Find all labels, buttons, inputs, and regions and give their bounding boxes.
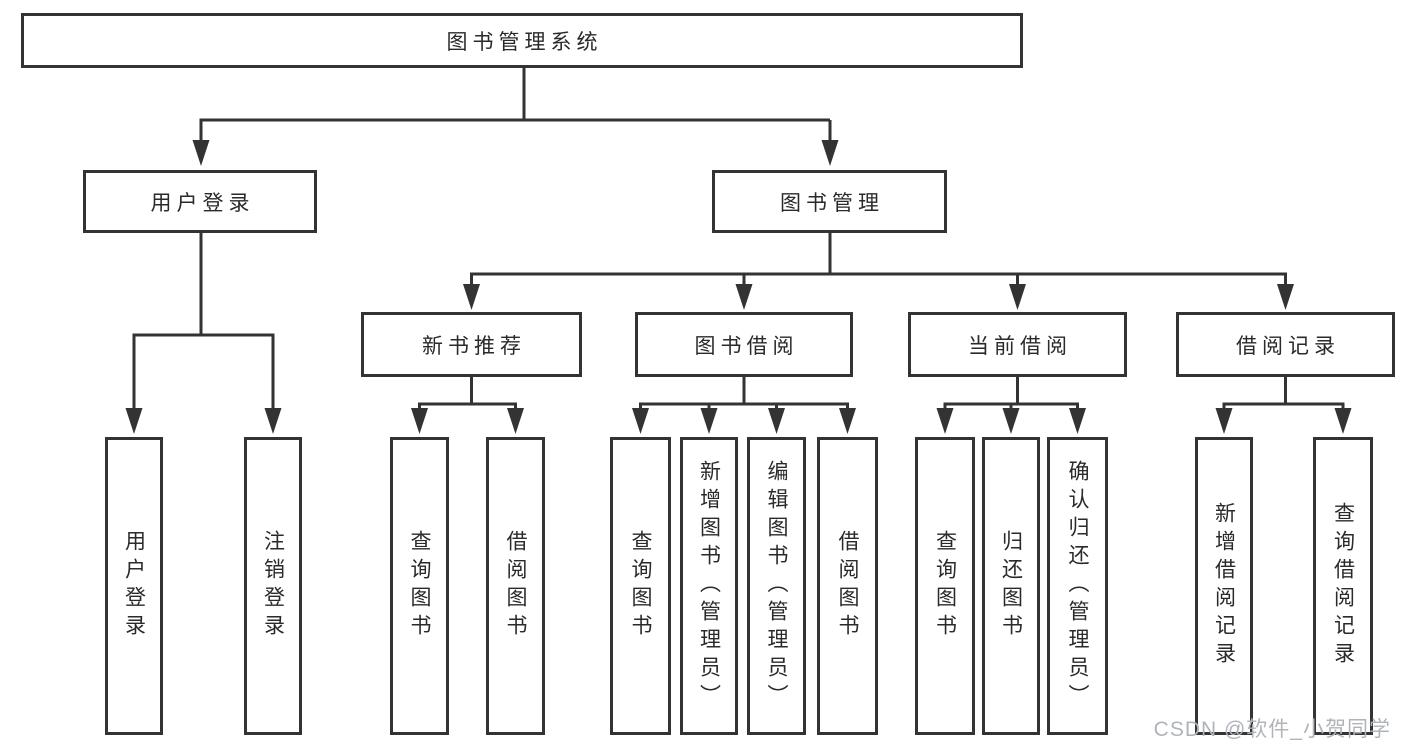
leaf-borrow-books-recommend: 借阅图书 xyxy=(486,437,545,735)
arrowhead xyxy=(839,408,856,434)
arrowhead xyxy=(1002,408,1020,434)
leaf-return-books: 归还图书 xyxy=(982,437,1040,735)
leaf-confirm-return-admin: 确认归还（管理员） xyxy=(1047,437,1108,735)
arrowhead xyxy=(1334,408,1352,434)
connector-current-borrow-to-leaves xyxy=(943,377,1079,412)
leaf-borrow-books: 借阅图书 xyxy=(817,437,878,735)
node-label: 用户登录 xyxy=(150,191,255,215)
connector-root-to-level2 xyxy=(199,68,832,144)
node-label: 查询图书 xyxy=(933,530,957,642)
node-label: 新增图书（管理员） xyxy=(697,460,721,712)
arrowhead xyxy=(463,284,480,310)
node-label: 确认归还（管理员） xyxy=(1066,460,1089,712)
arrowhead xyxy=(507,408,524,434)
leaf-query-books-current: 查询图书 xyxy=(915,437,975,735)
node-label: 借阅记录 xyxy=(1236,334,1340,358)
arrowhead xyxy=(411,408,428,434)
node-label: 编辑图书（管理员） xyxy=(765,460,788,712)
node-label: 图书管理系统 xyxy=(446,30,603,54)
watermark: CSDN @软件_小贺同学 xyxy=(1153,718,1391,741)
arrowhead xyxy=(192,140,210,166)
leaf-query-books-borrow: 查询图书 xyxy=(610,437,671,735)
node-label: 注销登录 xyxy=(261,530,285,642)
node-label: 查询图书 xyxy=(408,530,431,642)
arrowheads-book-management xyxy=(463,284,1294,310)
leaf-add-borrow-record: 新增借阅记录 xyxy=(1195,437,1253,735)
node-book-management: 图书管理 xyxy=(712,170,947,233)
node-current-borrow: 当前借阅 xyxy=(908,312,1127,377)
arrowhead xyxy=(735,284,753,310)
node-library-management-system: 图书管理系统 xyxy=(21,13,1023,68)
node-label: 归还图书 xyxy=(999,530,1023,642)
node-label: 当前借阅 xyxy=(968,334,1072,358)
node-label: 用户登录 xyxy=(122,530,146,642)
leaf-edit-books-admin: 编辑图书（管理员） xyxy=(747,437,806,735)
arrowheads-new-book-recommend xyxy=(411,408,524,434)
arrowheads-root-to-level2 xyxy=(192,140,839,166)
connector-book-borrow-to-leaves xyxy=(639,377,849,412)
arrowhead xyxy=(1277,284,1294,310)
node-label: 新书推荐 xyxy=(422,334,526,358)
arrowheads-user-login xyxy=(125,408,282,434)
arrowhead xyxy=(632,408,649,434)
connector-user-login-to-leaves xyxy=(132,233,275,412)
arrowhead xyxy=(1215,408,1233,434)
arrowhead xyxy=(821,140,839,166)
arrowhead xyxy=(1069,408,1086,434)
arrowheads-borrow-records xyxy=(1215,408,1352,434)
arrowhead xyxy=(125,408,143,434)
leaf-logout-login: 注销登录 xyxy=(244,437,302,735)
leaf-add-books-admin: 新增图书（管理员） xyxy=(680,437,738,735)
leaf-query-books-recommend: 查询图书 xyxy=(390,437,449,735)
node-label: 借阅图书 xyxy=(836,530,859,642)
connector-book-management-to-level3 xyxy=(470,233,1287,288)
arrowhead xyxy=(1009,284,1026,310)
node-book-borrow: 图书借阅 xyxy=(635,312,853,377)
connector-borrow-records-to-leaves xyxy=(1222,377,1345,412)
node-user-login: 用户登录 xyxy=(83,170,317,233)
node-label: 图书借阅 xyxy=(694,334,799,358)
arrowhead xyxy=(700,408,718,434)
node-label: 查询图书 xyxy=(629,530,652,642)
node-borrow-records: 借阅记录 xyxy=(1176,312,1395,377)
node-label: 图书管理 xyxy=(780,191,884,215)
connector-new-book-recommend-to-leaves xyxy=(418,377,517,412)
arrowhead xyxy=(936,408,954,434)
arrowheads-current-borrow xyxy=(936,408,1086,434)
node-label: 新增借阅记录 xyxy=(1212,502,1236,670)
arrowheads-book-borrow xyxy=(632,408,856,434)
leaf-query-borrow-record: 查询借阅记录 xyxy=(1313,437,1373,735)
arrowhead xyxy=(264,408,282,434)
node-new-book-recommend: 新书推荐 xyxy=(361,312,582,377)
node-label: 查询借阅记录 xyxy=(1331,502,1355,670)
leaf-user-login: 用户登录 xyxy=(105,437,163,735)
arrowhead xyxy=(768,408,785,434)
node-label: 借阅图书 xyxy=(504,530,527,642)
